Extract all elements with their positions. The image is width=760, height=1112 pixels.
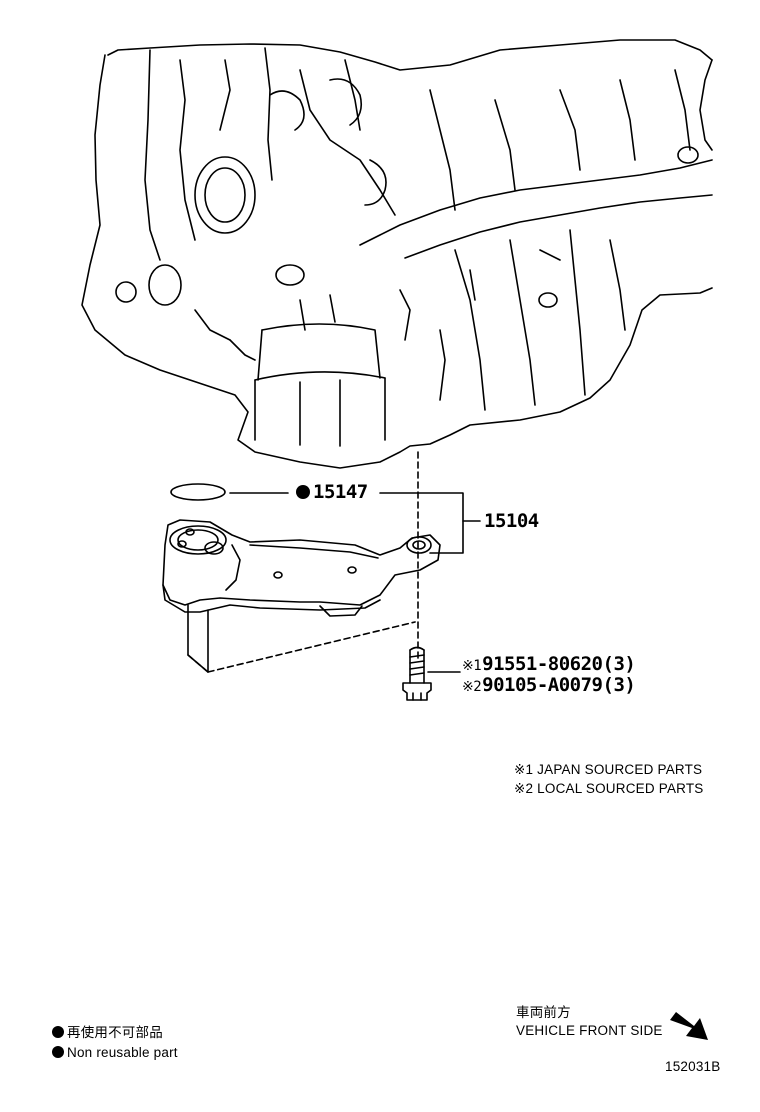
- leader-assembly-top: [379, 492, 464, 554]
- direction-label-en: VEHICLE FRONT SIDE: [516, 1023, 663, 1038]
- pickup-dash: [187, 621, 416, 673]
- note-japan-sourced: ※1 JAPAN SOURCED PARTS: [514, 762, 703, 777]
- callout-15104: 15104: [484, 510, 539, 532]
- vehicle-front-arrow-icon: [670, 1012, 708, 1040]
- direction-label-jp: 車両前方: [516, 1005, 571, 1020]
- legend-dot-icon: [52, 1026, 64, 1038]
- legend-non-reusable-en: Non reusable part: [52, 1046, 178, 1060]
- callout-bolt-local: ※290105-A0079(3): [462, 674, 636, 696]
- callout-15147: 15147: [296, 483, 368, 502]
- figure-code: 152031B: [665, 1059, 721, 1074]
- bolt: [402, 646, 432, 701]
- non-reusable-dot-icon: [296, 485, 310, 499]
- engine-block: [81, 39, 713, 469]
- callout-bolt-japan: ※191551-80620(3): [462, 653, 636, 675]
- note-local-sourced: ※2 LOCAL SOURCED PARTS: [514, 781, 704, 796]
- o-ring: [170, 483, 226, 501]
- legend-non-reusable-jp: 再使用不可部品: [52, 1026, 163, 1040]
- legend-dot-icon: [52, 1046, 64, 1058]
